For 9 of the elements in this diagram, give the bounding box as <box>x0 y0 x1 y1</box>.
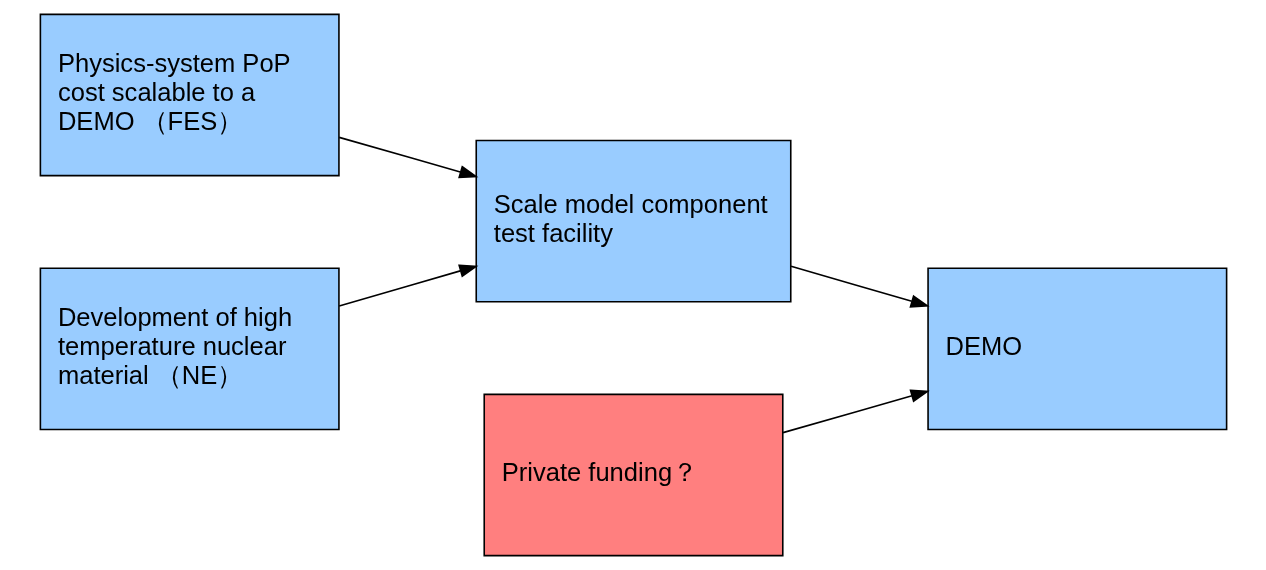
arrow <box>337 136 478 179</box>
node-box: DEMO <box>926 267 1227 431</box>
node-box: Private funding？ <box>482 393 784 557</box>
node-box: Physics-system PoP cost scalable to a DEMO （FES） <box>39 13 340 177</box>
node-box: Development of high temperature nuclear material （NE） <box>39 267 340 431</box>
arrow <box>337 264 478 307</box>
arrow <box>781 389 930 434</box>
arrow <box>789 265 930 308</box>
node-box: Scale model component test facility <box>474 139 792 303</box>
